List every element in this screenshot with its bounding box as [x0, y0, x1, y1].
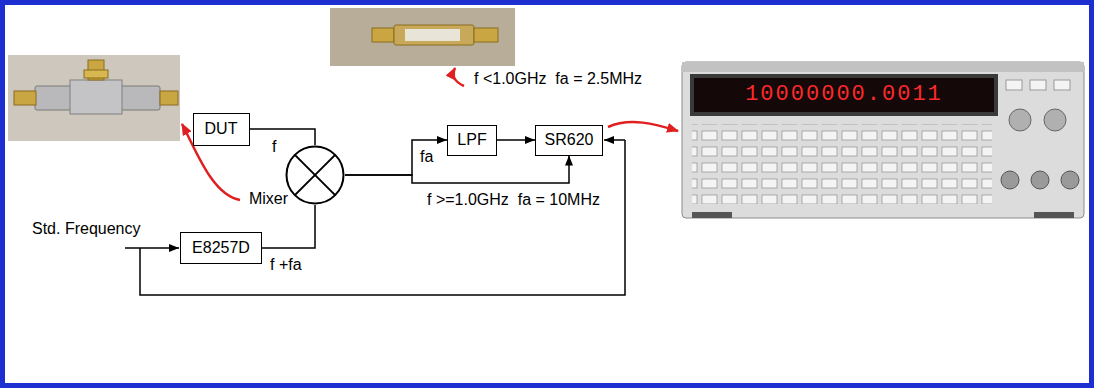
mixer-photo	[8, 55, 180, 141]
illustration-part	[1031, 171, 1049, 189]
illustration-part	[1061, 171, 1079, 189]
node-text: DUT	[205, 120, 238, 138]
illustration-part	[70, 80, 122, 114]
node-text: LPF	[457, 131, 486, 149]
signal-name: Std. Frequency	[30, 220, 143, 238]
illustration-part	[394, 25, 474, 45]
illustration-part	[1006, 80, 1022, 90]
mixer-cross	[295, 155, 335, 195]
callout-arrow	[453, 68, 464, 86]
reference-wire	[140, 140, 625, 295]
process-box: LPF	[447, 125, 497, 156]
illustration-part	[1044, 109, 1066, 131]
process-box: SR620	[535, 125, 603, 156]
illustration-part	[694, 78, 994, 112]
illustration-part	[405, 29, 460, 41]
signal-label: f +fa	[268, 256, 304, 274]
reference-wire	[604, 139, 625, 141]
mixer-circle	[287, 147, 344, 204]
illustration-part	[692, 212, 732, 218]
illustration-part	[1030, 80, 1046, 90]
node-text: SR620	[545, 131, 594, 149]
illustration-part	[692, 124, 992, 204]
illustration-part	[1054, 80, 1070, 90]
illustration-part	[330, 8, 515, 66]
display-readout: 10000000.0011	[694, 78, 994, 112]
reference-wire	[125, 247, 179, 249]
frame	[3, 3, 1092, 386]
signal-connector	[250, 129, 316, 145]
mixer-outline	[285, 145, 345, 205]
illustration-part	[1009, 109, 1031, 131]
signal-connector	[262, 205, 315, 248]
sr620-photo	[682, 62, 1084, 218]
process-box: DUT	[193, 113, 250, 146]
illustration-part	[690, 74, 998, 116]
note: f <1.0GHz fa = 2.5MHz	[472, 70, 644, 88]
lpf-photo	[330, 8, 515, 66]
node-text: E8257D	[192, 239, 250, 257]
mixer-cross	[295, 155, 335, 195]
illustration-part	[372, 28, 394, 42]
signal-connector	[345, 156, 569, 184]
node-text: Mixer	[249, 190, 288, 208]
illustration-part	[160, 91, 178, 105]
illustration-part	[682, 62, 1084, 72]
illustration-part	[8, 55, 180, 141]
signal-connector	[497, 139, 535, 141]
illustration-part	[1001, 171, 1019, 189]
illustration-part	[682, 62, 1084, 218]
callout-arrow	[608, 122, 678, 131]
illustration-part	[1034, 212, 1074, 218]
signal-label: f	[270, 138, 278, 156]
mixer-symbol: Mixer	[285, 145, 345, 205]
illustration-part	[474, 28, 498, 42]
signal-label: fa	[418, 148, 435, 166]
illustration-part	[14, 91, 36, 105]
signal-connector	[345, 140, 447, 175]
process-box: E8257D	[180, 232, 262, 264]
illustration-part	[84, 70, 108, 78]
signal-label: f >=1.0GHz fa = 10MHz	[425, 191, 602, 209]
